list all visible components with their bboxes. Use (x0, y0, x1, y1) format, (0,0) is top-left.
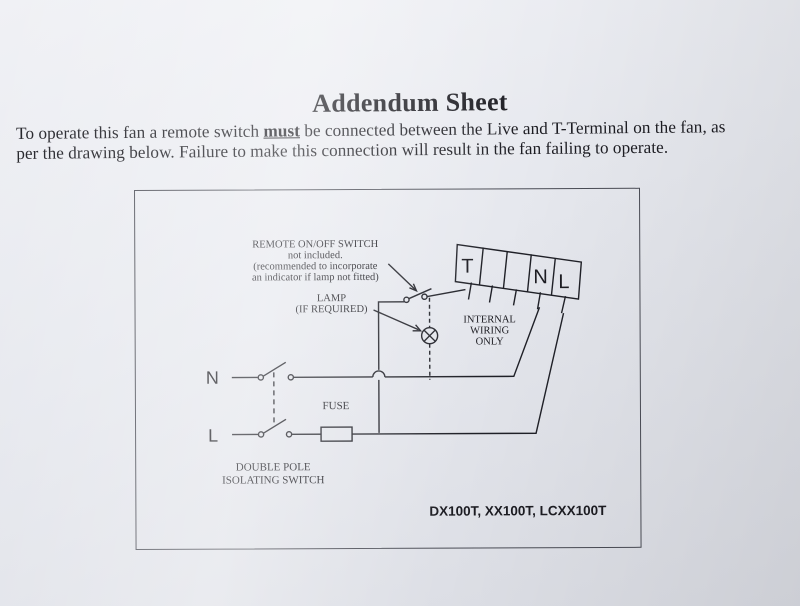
terminal-n-label: N (533, 266, 548, 288)
isolator-contact (257, 431, 265, 438)
neutral-wire (293, 306, 541, 379)
terminal-t-stub (467, 282, 473, 300)
intro-paragraph: To operate this fan a remote switch must… (16, 116, 800, 164)
terminal-block-outline (454, 243, 583, 300)
lamp-leader (373, 309, 419, 331)
remote-switch-contact (403, 296, 410, 304)
lamp-label: LAMP (317, 293, 346, 304)
wiring-diagram: REMOTE ON/OFF SWITCH not included. (reco… (134, 187, 642, 550)
terminal-l-stub (560, 295, 567, 314)
terminal-l-label: L (558, 271, 569, 293)
isolator-blade-live (262, 418, 287, 435)
terminal-divider (550, 258, 556, 296)
terminal-block (454, 243, 583, 314)
remote-switch-label: REMOTE ON/OFF SWITCH (252, 239, 378, 251)
remote-switch-leader (387, 263, 416, 291)
intro-emphasis-must: must (263, 121, 301, 141)
fuse-symbol (320, 426, 353, 442)
internal-wiring-label: WIRING (470, 325, 510, 336)
remote-switch-note: (recommended to incorporate (253, 261, 378, 273)
neutral-label: N (206, 368, 219, 388)
wire-crossover (372, 370, 386, 378)
isolating-switch-symbol (257, 361, 295, 438)
terminal-t-label: T (461, 256, 473, 278)
remote-switch-note: an indicator if lamp not fitted) (252, 272, 379, 284)
lamp-symbol (420, 327, 439, 345)
remote-switch-to-t-wire (426, 288, 466, 298)
isolator-contact (257, 374, 265, 381)
lamp-cross (423, 329, 437, 343)
lamp-note: (IF REQUIRED) (295, 304, 368, 315)
internal-wiring-label: INTERNAL (463, 314, 516, 325)
terminal-divider (526, 254, 532, 293)
live-label: L (208, 426, 218, 446)
isolator-contact (287, 374, 295, 381)
terminal-n-stub (536, 292, 542, 310)
remote-switch-note: not included. (288, 250, 343, 261)
live-to-switch-wire (377, 301, 405, 433)
remote-switch-symbol (403, 288, 466, 304)
wiring-diagram-svg: REMOTE ON/OFF SWITCH not included. (reco… (206, 239, 607, 519)
remote-switch-blade (408, 288, 432, 300)
terminal-divider (502, 251, 508, 289)
isolator-label: DOUBLE POLE (236, 461, 311, 473)
isolator-blade-neutral (262, 361, 287, 378)
arrow-head (409, 283, 418, 293)
remote-switch-contact (421, 293, 428, 301)
terminal-stub (488, 285, 494, 303)
internal-wiring-label: ONLY (476, 336, 505, 347)
terminal-stub (512, 289, 518, 306)
model-numbers: DX100T, XX100T, LCXX100T (429, 503, 607, 519)
terminal-divider (478, 247, 484, 286)
isolator-label: ISOLATING SWITCH (222, 474, 324, 486)
intro-line-1-before: To operate this fan a remote switch (16, 121, 264, 143)
page-title: Addendum Sheet (312, 87, 508, 118)
live-wire (352, 312, 565, 435)
isolator-contact (285, 431, 293, 438)
arrow-head (412, 324, 423, 332)
fuse-label: FUSE (322, 400, 349, 412)
